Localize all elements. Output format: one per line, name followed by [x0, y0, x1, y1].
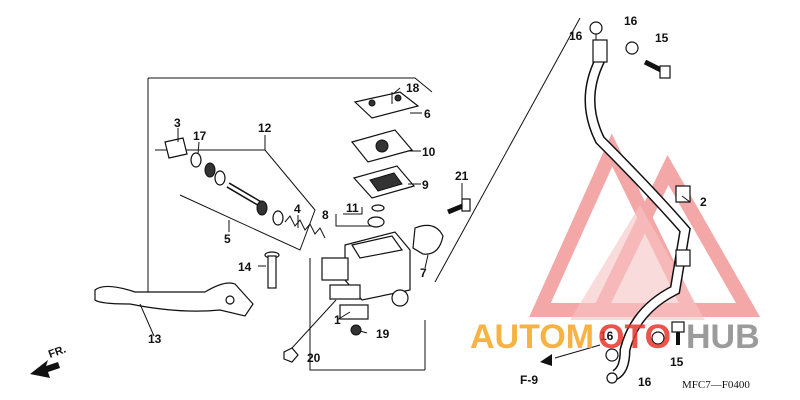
watermark-right: HUB — [686, 318, 760, 356]
hose-leader-line — [434, 17, 581, 283]
callout-1: 1 — [334, 313, 341, 327]
bolt-15b — [671, 321, 685, 345]
nut-20 — [283, 347, 299, 363]
callout-6: 6 — [424, 107, 431, 121]
watermark: AUTOM OTO HUB — [470, 318, 760, 356]
watermark-left: AUTOM — [470, 318, 594, 356]
assembly-outline-bottom — [309, 258, 425, 371]
washer-16a — [589, 21, 603, 35]
callout-14: 14 — [238, 260, 252, 274]
callout-12: 12 — [258, 121, 272, 135]
piston-assembly — [164, 137, 326, 239]
reservoir-cap — [353, 91, 420, 119]
master-cylinder-holder — [412, 224, 444, 255]
callout-10: 10 — [422, 145, 436, 159]
hose-fitting-bottom — [606, 372, 618, 384]
callout-17: 17 — [193, 129, 207, 143]
sight-glass-ring — [371, 204, 385, 212]
pivot-bolt — [264, 251, 280, 289]
screw-19 — [350, 324, 362, 336]
leader-20 — [291, 299, 337, 349]
hose-clamp-1 — [675, 185, 691, 203]
hose-fitting-top — [592, 39, 608, 63]
callout-3: 3 — [174, 116, 181, 130]
callout-8: 8 — [322, 208, 329, 222]
diagram-code: MFC7—F0400 — [682, 379, 750, 391]
master-cylinder-body — [321, 231, 411, 307]
callout-16-bottom-right: 16 — [638, 375, 652, 389]
callout-18: 18 — [406, 81, 420, 95]
reference-label: F-9 — [520, 373, 538, 387]
bolt-15a — [643, 59, 671, 79]
arrow-left-icon — [30, 360, 60, 378]
watermark-middle: OTO — [598, 318, 671, 356]
callout-11: 11 — [346, 201, 359, 215]
callout-5: 5 — [224, 232, 231, 246]
hose-clamp-2 — [675, 249, 691, 267]
callout-15-top: 15 — [655, 31, 669, 45]
sight-glass — [367, 216, 385, 228]
washer-16d — [651, 331, 665, 345]
triangle-logo-icon — [529, 133, 761, 320]
washer-16c — [605, 348, 619, 362]
callout-16-bottom-left: 16 — [600, 329, 614, 343]
callout-9: 9 — [422, 178, 429, 192]
callout-16-top-right: 16 — [624, 14, 638, 28]
leader-lines — [139, 34, 691, 337]
callout-16-top-left: 16 — [569, 29, 583, 43]
direction-label: FR. — [47, 343, 68, 360]
bolt-21 — [447, 198, 471, 215]
reservoir-plate — [350, 129, 414, 163]
piston-kit-bracket — [155, 149, 316, 251]
assembly-outline — [148, 77, 433, 93]
reference-arrow-icon — [540, 354, 552, 366]
callout-20: 20 — [307, 351, 321, 365]
washer-16b — [625, 41, 639, 55]
callout-13: 13 — [148, 332, 162, 346]
callout-19: 19 — [376, 327, 390, 341]
lever-pivot — [225, 295, 235, 305]
reference-leader — [554, 344, 601, 359]
callout-15-bottom: 15 — [670, 355, 684, 369]
callout-2: 2 — [700, 195, 707, 209]
callout-7: 7 — [420, 266, 427, 280]
callout-4: 4 — [294, 202, 301, 216]
reservoir-diaphragm — [352, 165, 416, 199]
brake-lever — [94, 282, 254, 317]
callout-21: 21 — [455, 169, 469, 183]
stop-switch — [339, 304, 369, 320]
